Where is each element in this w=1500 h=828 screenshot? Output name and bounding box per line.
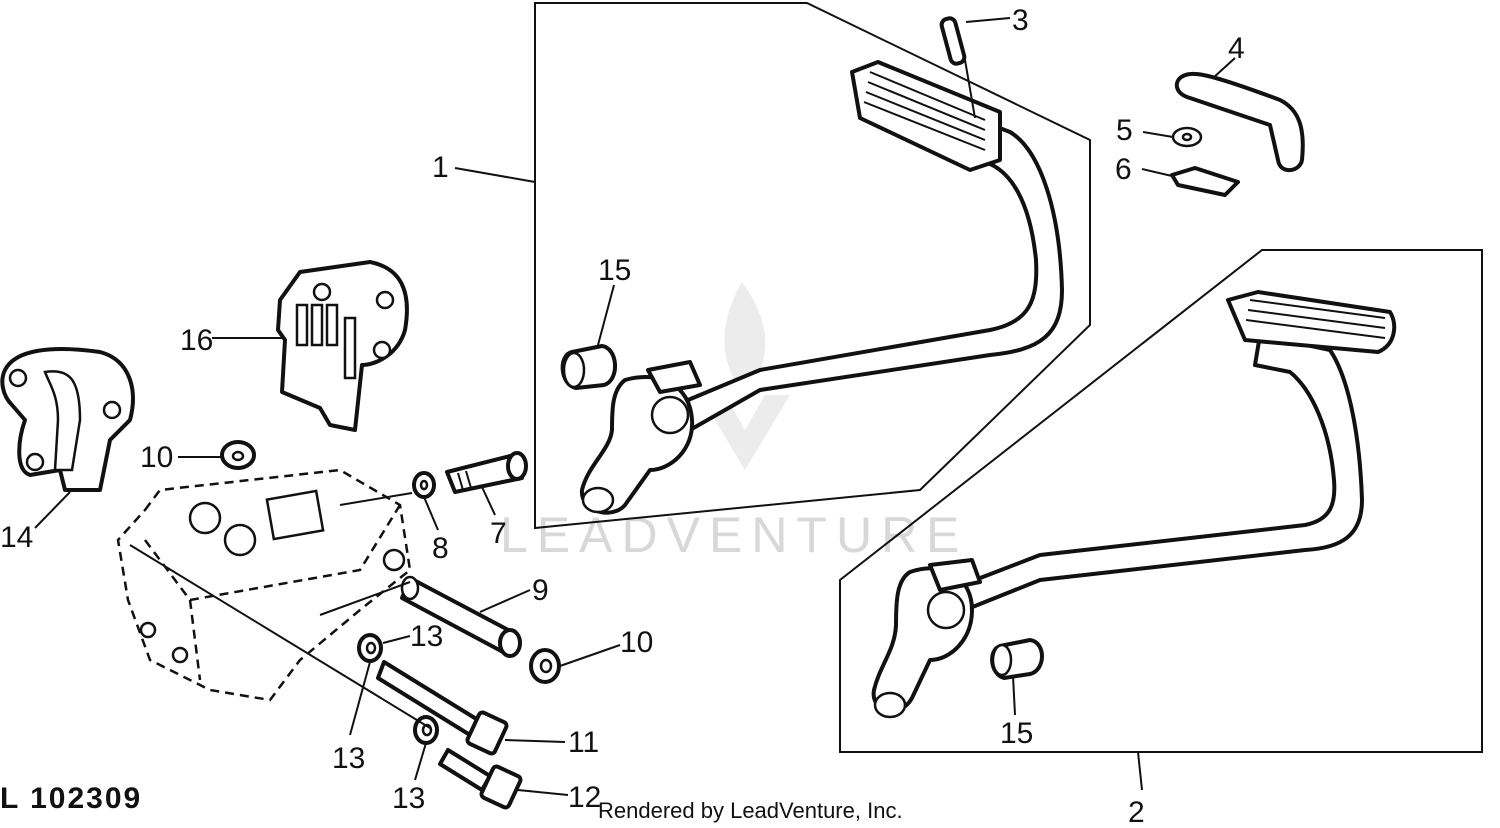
callout-10b: 10 (620, 626, 653, 659)
callout-2: 2 (1128, 796, 1145, 828)
part-14-cover (0, 347, 135, 492)
brake-pedal-1 (580, 60, 1064, 515)
part-15-bushing-b (990, 638, 1044, 680)
callout-15b: 15 (1000, 717, 1033, 750)
callout-4: 4 (1228, 32, 1245, 65)
drawing-code: L 102309 (0, 782, 142, 815)
callout-10a: 10 (140, 441, 173, 474)
watermark-text: LEADVENTURE (500, 507, 969, 563)
callout-14: 14 (0, 521, 33, 554)
callout-15a: 15 (598, 254, 631, 287)
callout-8: 8 (432, 532, 449, 565)
callout-5: 5 (1116, 114, 1133, 147)
callout-13a: 13 (410, 620, 443, 653)
callout-6: 6 (1115, 153, 1132, 186)
part-5-washer (1171, 126, 1203, 148)
credit-line: Rendered by LeadVenture, Inc. (598, 798, 903, 823)
callout-9: 9 (532, 574, 549, 607)
callout-7: 7 (490, 517, 507, 550)
callout-13b: 13 (332, 742, 365, 775)
callout-11: 11 (568, 726, 599, 759)
brake-valve-housing (116, 468, 412, 702)
leader-lines (34, 17, 1236, 796)
part-7-pin (445, 451, 528, 494)
part-12-cap-screw (438, 748, 523, 810)
callout-3: 3 (1012, 4, 1029, 37)
part-10-snap-ring-a (220, 440, 256, 470)
part-3-roll-pin (939, 16, 967, 66)
brake-pedal-2 (871, 290, 1397, 719)
part-9-pivot-shaft (400, 575, 522, 658)
callouts: 1 2 3 4 5 6 7 8 9 10 10 11 12 13 13 13 1… (0, 4, 1245, 828)
outline-box-pedal-1 (534, 2, 1091, 530)
watermark: LEADVENTURE (500, 282, 969, 563)
part-16-gasket (276, 260, 409, 432)
callout-16: 16 (180, 324, 213, 357)
outline-box-pedal-2 (839, 249, 1483, 753)
part-6-spring-clip (1170, 166, 1240, 197)
part-4-pedal-latch (1174, 72, 1305, 173)
part-13-washer-a (357, 633, 383, 663)
part-11-cap-screw (376, 660, 509, 756)
callout-1: 1 (432, 151, 449, 184)
callout-12: 12 (568, 781, 601, 814)
part-10-snap-ring-b (529, 648, 561, 684)
callout-13c: 13 (392, 782, 425, 815)
part-15-bushing-a (560, 344, 618, 390)
part-8-washer (412, 471, 436, 499)
